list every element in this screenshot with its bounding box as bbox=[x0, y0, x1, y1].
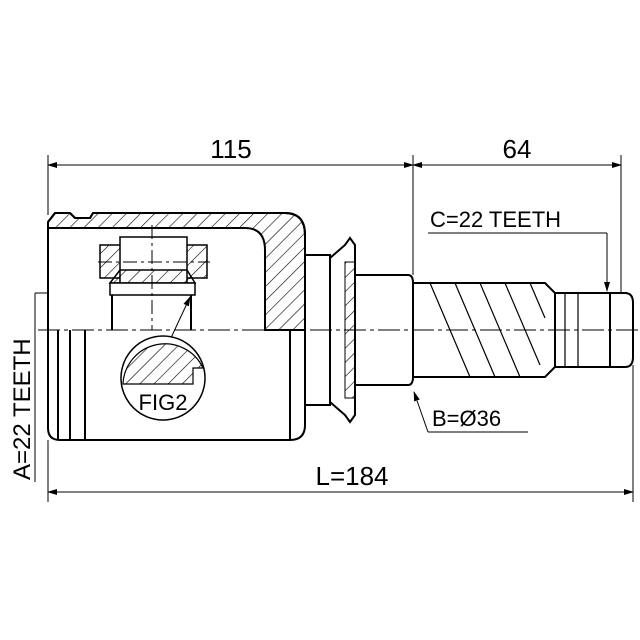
dim-L: L=184 bbox=[315, 461, 388, 491]
extension-lines bbox=[47, 155, 634, 502]
label-c-teeth: C=22 TEETH bbox=[430, 207, 561, 232]
dim-64: 64 bbox=[503, 134, 532, 164]
label-b-diameter: B=Ø36 bbox=[432, 406, 501, 431]
fig2-label: FIG2 bbox=[139, 390, 188, 415]
tripod-roller bbox=[98, 225, 210, 330]
label-a-teeth: A=22 TEETH bbox=[9, 338, 36, 480]
dim-115: 115 bbox=[210, 134, 251, 164]
b-leader bbox=[413, 391, 429, 433]
fig2-detail: FIG2 bbox=[120, 296, 206, 421]
